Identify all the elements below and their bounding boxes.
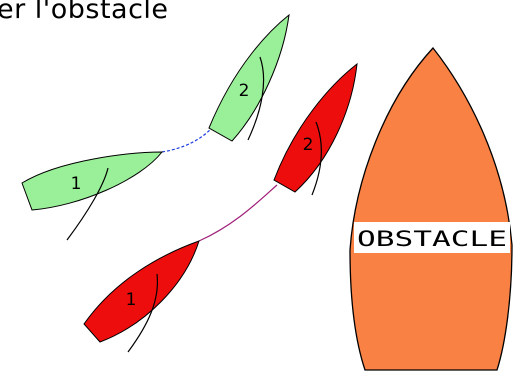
- green-boat-1: 1: [21, 151, 164, 241]
- obstacle-label: OBSTACLE: [357, 227, 507, 251]
- obstacle: OBSTACLE: [349, 46, 513, 371]
- green-boat-2-hull: [208, 13, 290, 142]
- red-boat-1-label: 1: [126, 290, 137, 310]
- diagram-title: er l'obstacle: [0, 0, 169, 25]
- green-boat-1-hull: [21, 151, 164, 211]
- red-boat-2-hull: [273, 62, 358, 193]
- red-boat-2: 2: [273, 62, 358, 196]
- red-boat-1-sail: [127, 273, 159, 353]
- red-boat-1: 1: [83, 240, 200, 353]
- obstacle-hull: [349, 46, 513, 371]
- red-boats-tether: [198, 184, 278, 242]
- green-boat-2: 2: [208, 13, 290, 142]
- red-boat-2-sail: [311, 121, 322, 196]
- green-boat-2-label: 2: [239, 81, 250, 101]
- red-boat-1-hull: [83, 240, 200, 343]
- red-boat-2-label: 2: [303, 135, 314, 155]
- green-boat-2-sail: [247, 56, 265, 141]
- green-boats-tether: [161, 127, 213, 153]
- obstacle-label-bg: [354, 222, 510, 253]
- green-boat-1-label: 1: [71, 174, 82, 194]
- green-boat-1-sail: [66, 167, 109, 241]
